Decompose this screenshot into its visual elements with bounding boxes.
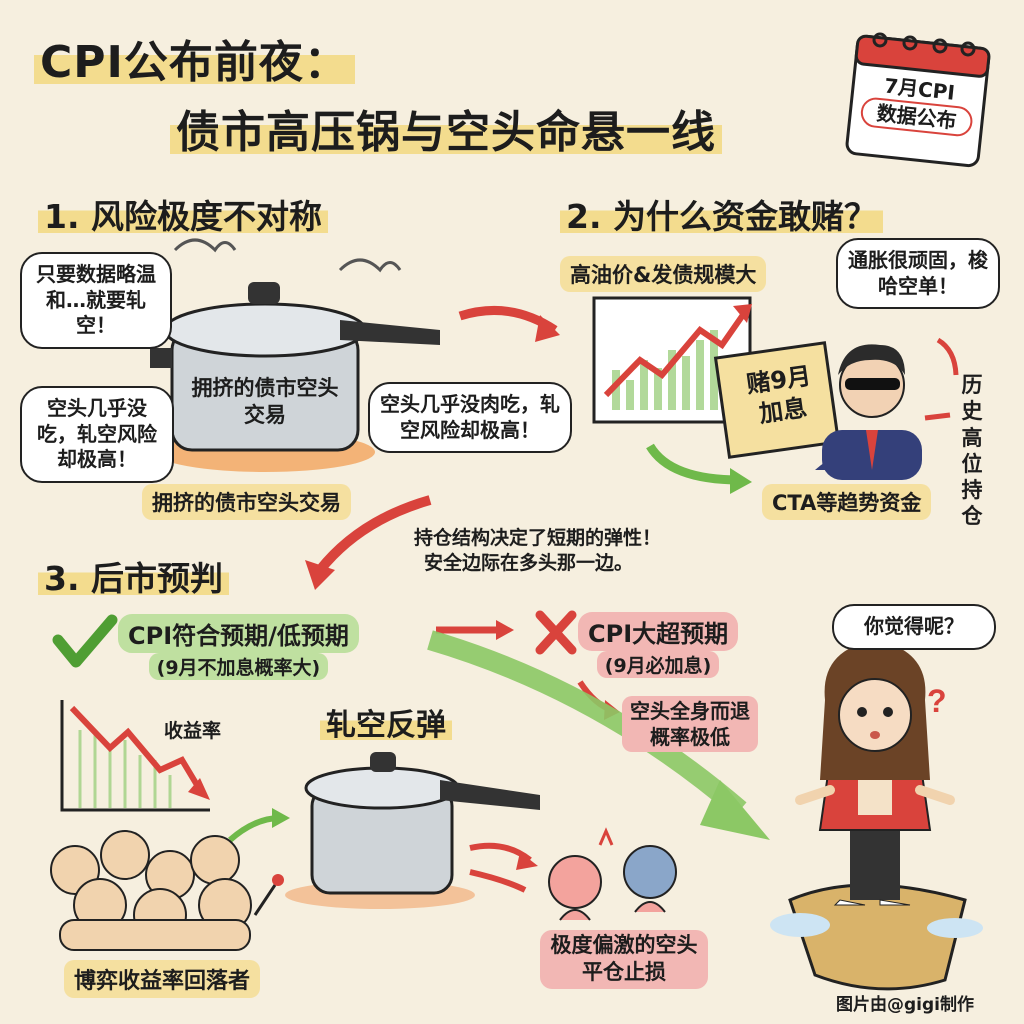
bubble-shorts-risk-right: 空头几乎没肉吃，轧空风险却极高！ bbox=[368, 382, 572, 454]
sign-board bbox=[713, 341, 841, 459]
section1-heading: 1. 风险极度不对称 bbox=[38, 190, 328, 238]
scenario-bad-title: CPI大超预期 bbox=[578, 612, 739, 651]
title-line1-text: CPI公布前夜： bbox=[34, 37, 355, 88]
title-line2-text: 债市高压锅与空头命悬一线 bbox=[170, 107, 722, 158]
footer-credit: 图片由@gigi制作 bbox=[836, 995, 974, 1015]
yield-label: 收益率 bbox=[164, 720, 222, 742]
bubble-question: 你觉得呢？ bbox=[832, 604, 996, 650]
scenario-bad: CPI大超预期 (9月必加息) bbox=[578, 612, 739, 678]
crowd-label: 博弈收益率回落者 bbox=[64, 960, 261, 998]
squeeze-pot-icon bbox=[285, 752, 540, 909]
calendar-icon bbox=[845, 32, 991, 168]
cross-icon bbox=[535, 610, 577, 655]
side-note: 历史高位持仓 bbox=[961, 373, 983, 529]
trader-avatar bbox=[810, 344, 930, 480]
scenario-good: CPI符合预期/低预期 (9月不加息概率大) bbox=[118, 614, 359, 680]
section1-heading-text: 1. 风险极度不对称 bbox=[38, 197, 328, 236]
pot-label: 拥挤的债市空头交易 bbox=[191, 376, 339, 428]
scenario-good-sub: (9月不加息概率大) bbox=[148, 653, 329, 680]
crowd-icon bbox=[50, 830, 252, 951]
pressure-cooker-icon bbox=[150, 238, 440, 472]
bad-outcome: 空头全身而退概率极低 bbox=[622, 696, 758, 752]
cta-label: CTA等趋势资金 bbox=[762, 484, 932, 520]
tag-oil-bonds: 高油价&发债规模大 bbox=[560, 256, 767, 292]
question-mark-icon: ? bbox=[927, 683, 947, 719]
section2-heading: 2. 为什么资金敢赌？ bbox=[560, 190, 883, 238]
check-icon bbox=[52, 614, 118, 668]
big-green-arrow bbox=[427, 630, 747, 818]
section3-heading: 3. 后市预判 bbox=[38, 552, 229, 600]
bubble-shorts-risk-left: 空头几乎没吃，轧空风险却极高！ bbox=[20, 386, 174, 483]
crying-shorts-icon bbox=[548, 827, 677, 921]
stoploss-label: 极度偏激的空头平仓止损 bbox=[540, 930, 708, 989]
girl-avatar bbox=[770, 640, 983, 991]
falling-chart-icon bbox=[60, 700, 210, 812]
calendar-text: 7月CPI 数据公布 bbox=[859, 70, 976, 138]
scenario-bad-sub: (9月必加息) bbox=[596, 651, 720, 678]
section3-heading-text: 3. 后市预判 bbox=[38, 559, 229, 598]
bubble-trader: 通胀很顽固，梭哈空单！ bbox=[836, 238, 1000, 310]
squeeze-label-text: 轧空反弹 bbox=[320, 708, 452, 743]
transition-note: 持仓结构决定了短期的弹性！ 安全边际在多头那一边。 bbox=[414, 526, 661, 575]
title-line2: 债市高压锅与空头命悬一线 bbox=[170, 96, 722, 160]
title-line1: CPI公布前夜： bbox=[34, 26, 355, 90]
arrow-to-section3 bbox=[316, 495, 432, 574]
scenario-good-title: CPI符合预期/低预期 bbox=[118, 614, 359, 653]
transition-note-line2: 安全边际在多头那一边。 bbox=[424, 551, 634, 574]
bubble-squeeze-warning: 只要数据略温和…就要轧空！ bbox=[20, 252, 172, 349]
section2-heading-text: 2. 为什么资金敢赌？ bbox=[560, 197, 883, 236]
squeeze-label: 轧空反弹 bbox=[320, 700, 452, 744]
section1-caption: 拥挤的债市空头交易 bbox=[142, 484, 351, 520]
sign-text: 赌9月加息 bbox=[744, 361, 813, 429]
transition-note-line1: 持仓结构决定了短期的弹性！ bbox=[414, 527, 662, 549]
